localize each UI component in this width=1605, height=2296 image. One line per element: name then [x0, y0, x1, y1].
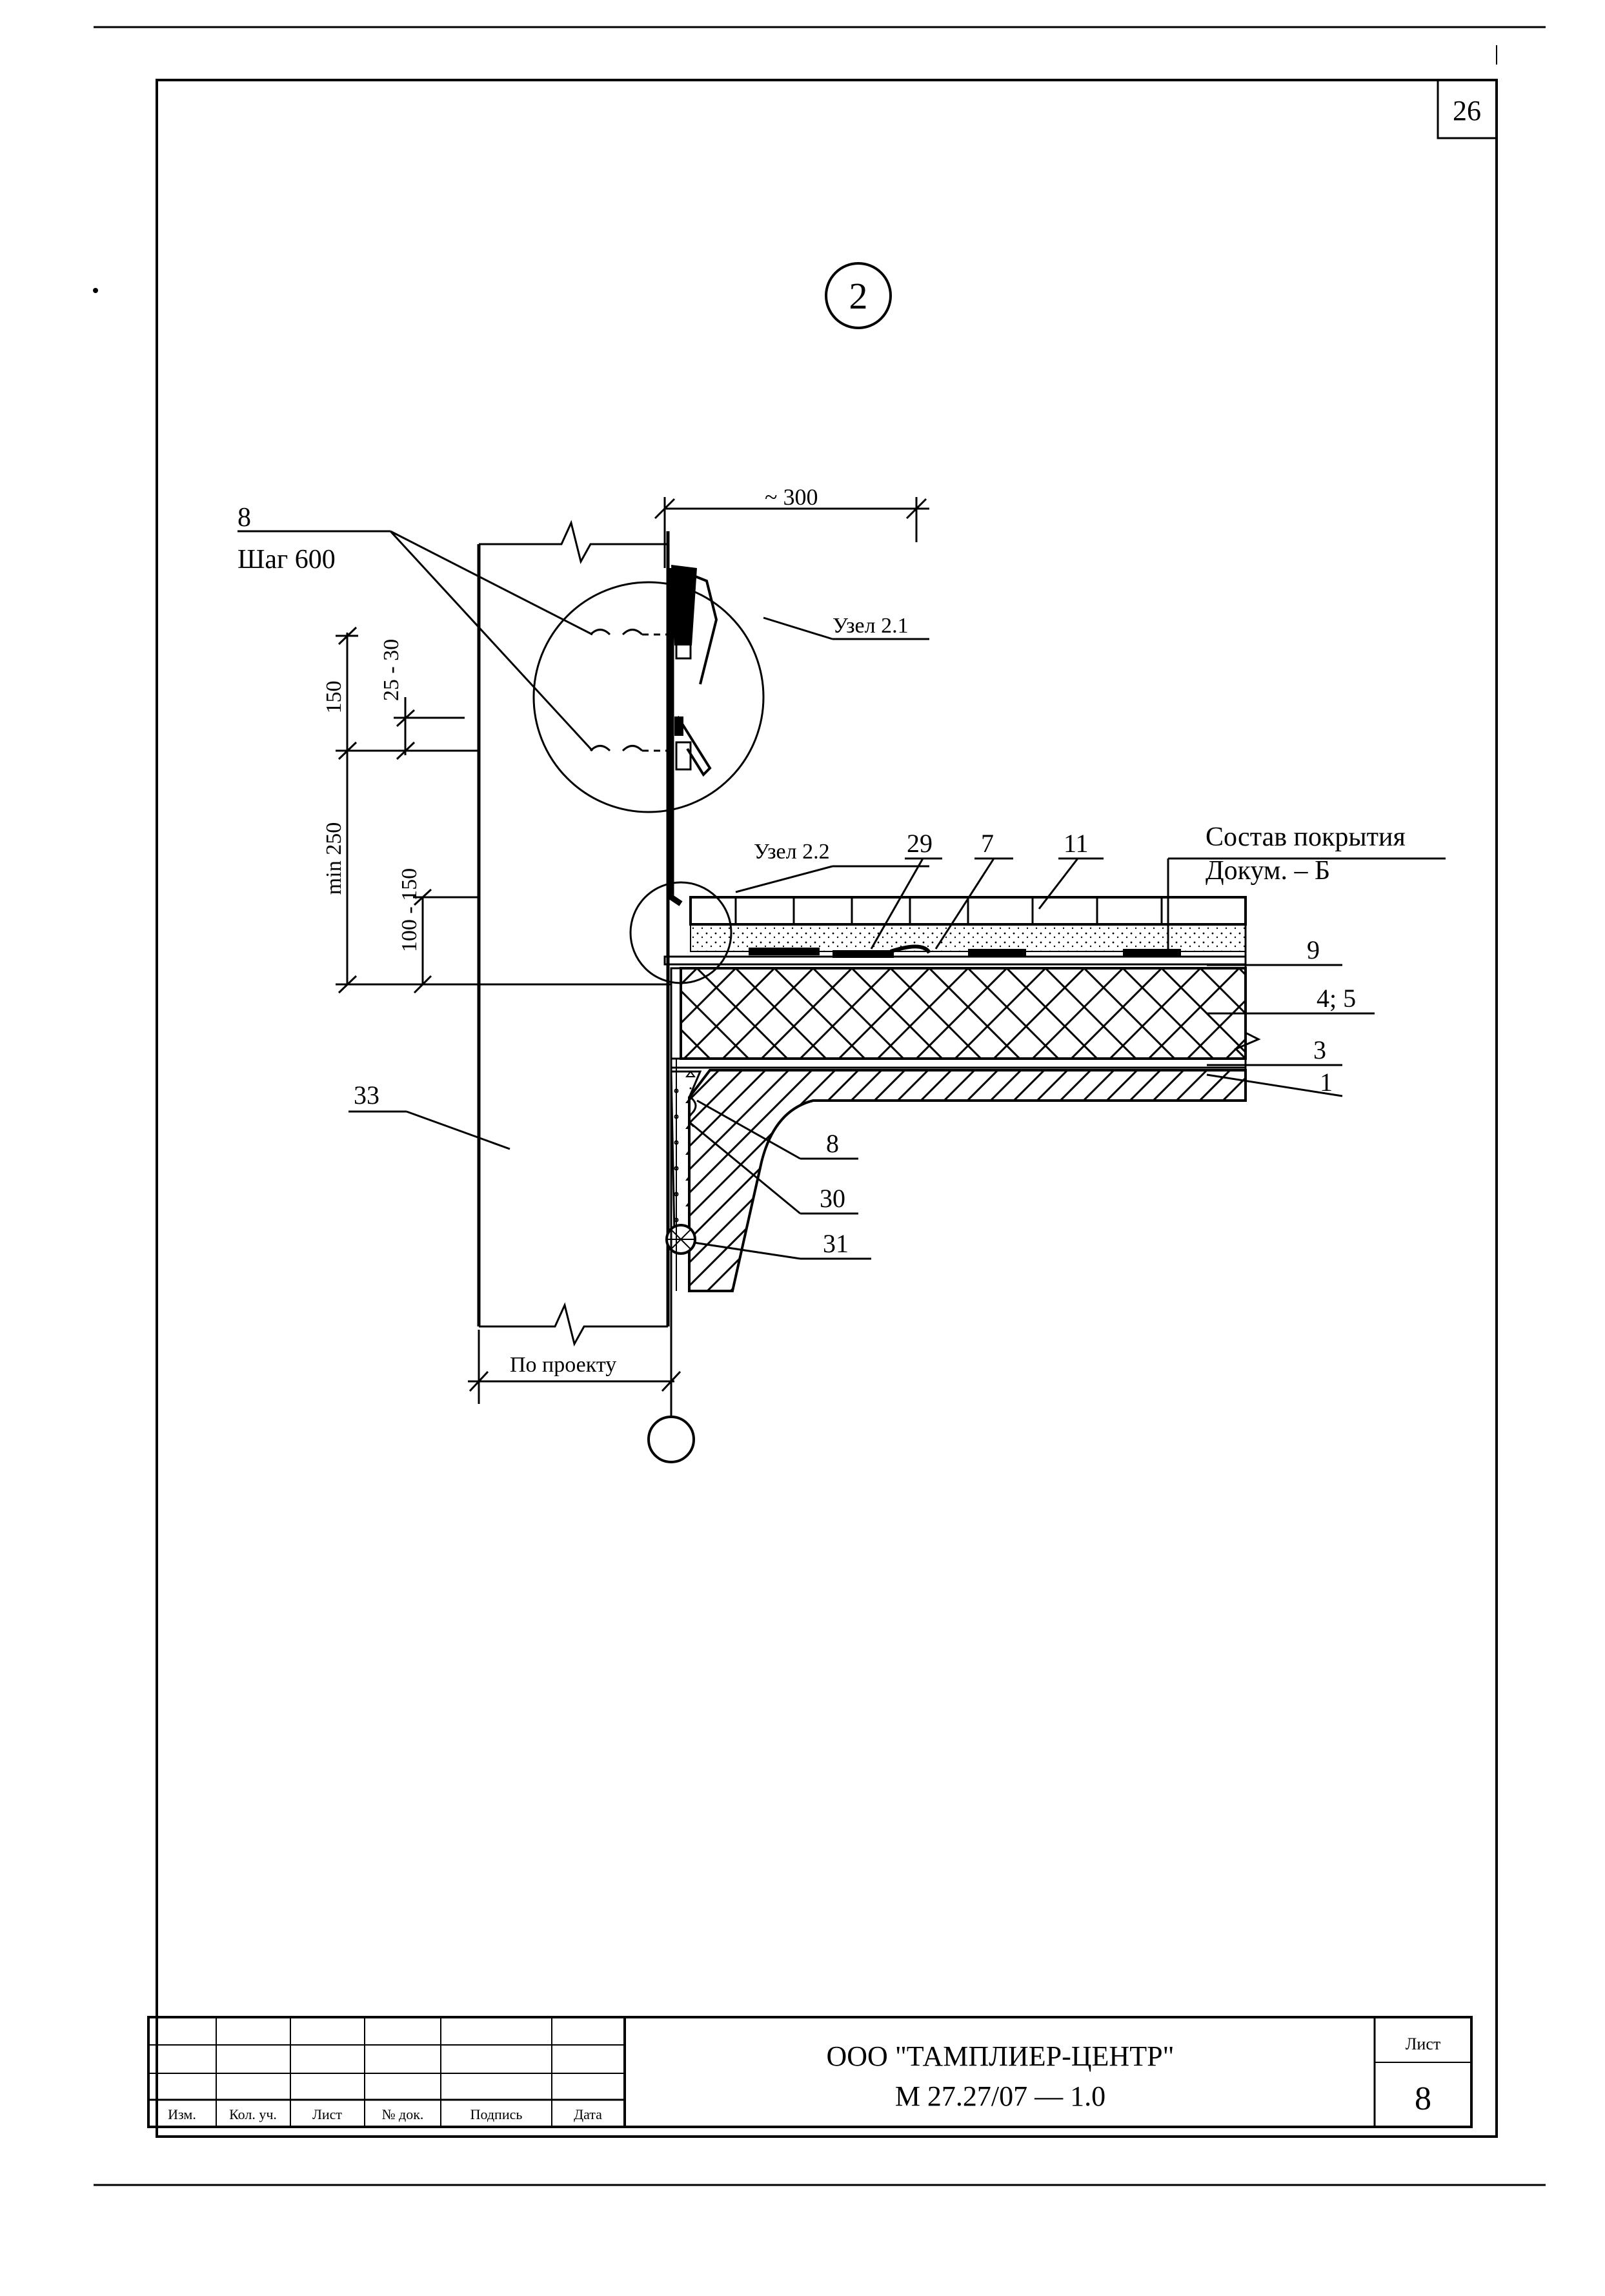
callout-33: 33: [354, 1081, 379, 1110]
col-change: Изм.: [168, 2106, 196, 2122]
membrane-layer-9: [663, 955, 1247, 966]
dowel-top-head: [589, 629, 643, 636]
dimension-labels: ~ 300 150 25 - 30 min 250 100 - 150 По п…: [322, 484, 818, 1377]
callout-29: 29: [907, 829, 933, 858]
callout-1: 1: [1320, 1068, 1333, 1097]
axis-marker: [647, 1416, 695, 1463]
sheet-number: 8: [1415, 2080, 1431, 2117]
callout-3: 3: [1313, 1035, 1326, 1064]
page-number-box: 26: [1437, 79, 1498, 139]
callout-roof-composition: Состав покрытия: [1206, 822, 1406, 852]
col-signature: Подпись: [470, 2106, 523, 2122]
dim-25-30: 25 - 30: [379, 639, 403, 701]
dowel-bottom-head: [589, 745, 643, 752]
callout-4-5: 4; 5: [1317, 984, 1356, 1013]
callout-step: Шаг 600: [237, 545, 336, 574]
col-sheet: Лист: [312, 2106, 342, 2122]
callout-node-2-2: Узел 2.2: [754, 840, 830, 864]
dimensions: [336, 497, 929, 1404]
support-pad-3: [1123, 949, 1181, 957]
sealant-bead: [674, 716, 683, 736]
wall-membrane: [668, 568, 683, 906]
vapour-barrier-3: [670, 1057, 1247, 1069]
col-doc-no: № док.: [382, 2106, 424, 2122]
document-code: М 27.27/07 — 1.0: [895, 2080, 1105, 2112]
callout-31: 31: [823, 1229, 849, 1258]
callout-9: 9: [1307, 935, 1320, 964]
node-marker: 2: [825, 262, 892, 329]
roof-slab: [688, 1069, 1247, 1292]
support-pad-2: [968, 949, 1026, 957]
top-break-line: [479, 520, 668, 565]
callout-30: 30: [820, 1184, 845, 1213]
detail-drawing: [477, 520, 1261, 1463]
col-date: Дата: [574, 2106, 602, 2122]
callout-node-2-1: Узел 2.1: [833, 614, 909, 638]
sand-bed: [690, 924, 1246, 952]
title-block: Изм. Кол. уч. Лист № док. Подпись Дата О…: [147, 2016, 1473, 2128]
dim-150: 150: [322, 681, 346, 714]
lower-flashing: [676, 715, 712, 777]
dim-by-project: По проекту: [510, 1353, 616, 1377]
drainage-profile-7: [890, 944, 931, 954]
node-number: 2: [849, 275, 868, 317]
insulation-layer: [680, 967, 1247, 1060]
leader-lines: [237, 530, 1446, 1260]
callout-7: 7: [981, 829, 994, 858]
dim-top-width: ~ 300: [765, 484, 818, 510]
col-count: Кол. уч.: [229, 2106, 277, 2122]
callout-labels: 8 Шаг 600 Узел 2.1 Узел 2.2 29 7 11 Сост…: [237, 503, 1406, 1258]
profile-8-lower: [688, 1096, 697, 1128]
callout-8-top: 8: [237, 503, 251, 533]
fastener-top: [675, 631, 692, 660]
company-name: ООО "ТАМПЛИЕР-ЦЕНТР": [827, 2040, 1175, 2072]
fastener-bottom: [675, 741, 692, 771]
sheet-label: Лист: [1406, 2035, 1440, 2053]
bottom-break-line: [479, 1302, 668, 1347]
paver-joints: [734, 897, 1163, 924]
page-number: 26: [1453, 95, 1481, 127]
node-2-1-circle: [532, 581, 765, 813]
callout-doc-ref: Докум. – Б: [1206, 856, 1330, 886]
drawing-frame: [156, 79, 1498, 2138]
callout-8-bottom: 8: [826, 1129, 839, 1158]
concrete-filling-30: [670, 1070, 702, 1234]
callout-11: 11: [1064, 829, 1089, 858]
dim-100-150: 100 - 150: [398, 868, 421, 952]
scan-dot: [93, 288, 98, 293]
support-pad-1: [749, 948, 820, 955]
dim-min-250: min 250: [322, 822, 346, 895]
